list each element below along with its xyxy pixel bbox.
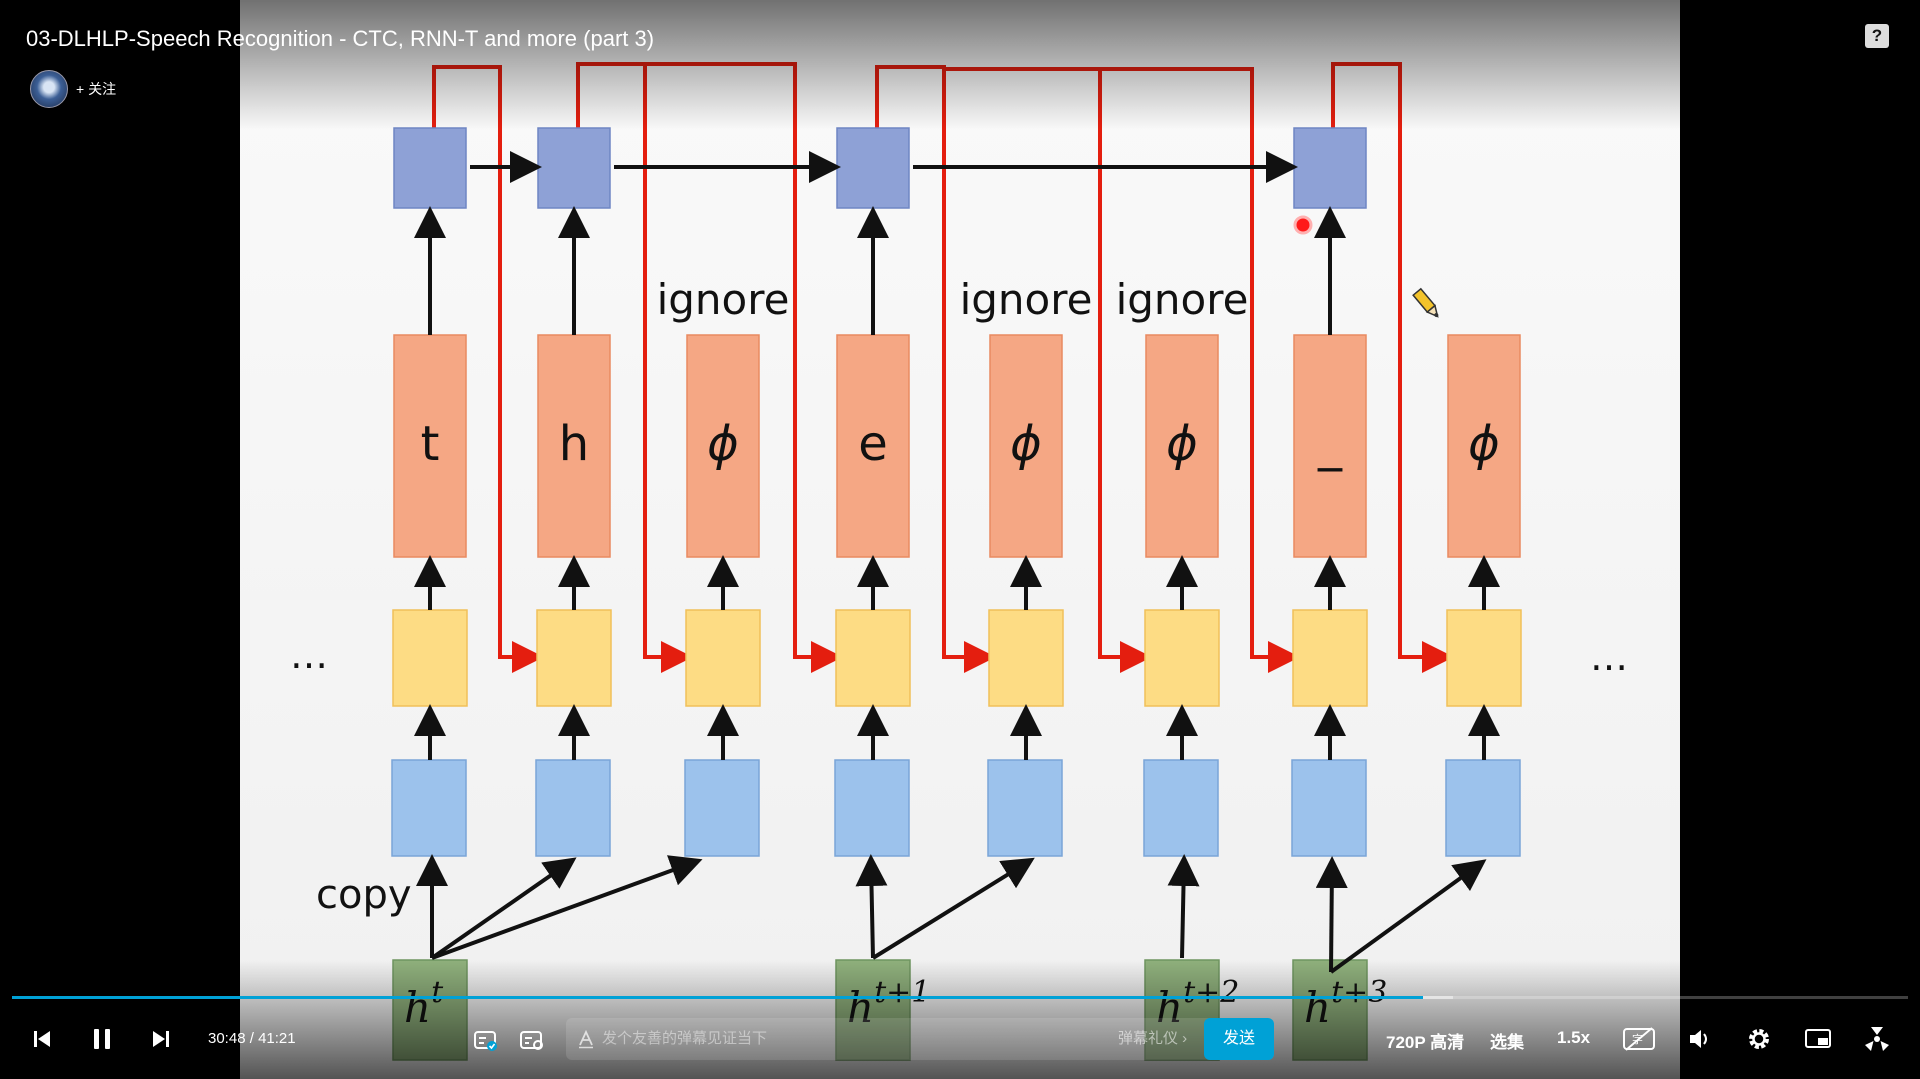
token-box [1447,334,1521,558]
copy-label: copy [316,872,412,918]
volume-icon [1690,1030,1707,1048]
uploader-avatar[interactable] [30,70,68,108]
prev-icon [34,1031,50,1047]
speed-button[interactable]: 1.5x [1557,1028,1591,1047]
ellipsis-right: … [1590,635,1628,679]
progress-bar[interactable] [12,996,1908,999]
token-box [1293,334,1367,558]
token-label: ϕ [1166,416,1198,472]
encoder-box [1445,759,1521,857]
ignore-label: ignore [657,275,790,324]
danmaku-toggle-icon [474,1031,497,1051]
prev-button[interactable] [22,1019,62,1059]
joint-box [988,609,1064,707]
time-display: 30:48 / 41:21 [208,1030,296,1047]
token-label: ϕ [1468,416,1500,472]
joint-box [1292,609,1368,707]
copy-arrow [430,857,577,960]
ellipsis-left: … [290,633,328,677]
pause-button[interactable] [82,1019,122,1059]
token-label: ϕ [707,416,739,472]
danmaku-input[interactable] [602,1018,1082,1060]
subtitle-off-icon: 字 [1623,1027,1655,1051]
fullscreen-button[interactable] [1857,1019,1897,1059]
current-time: 30:48 [208,1030,246,1047]
token-box [1145,334,1219,558]
token-label: _ [1317,416,1343,472]
pencil-cursor-icon [1412,287,1439,318]
settings-button[interactable] [1739,1019,1779,1059]
progress-fill [12,996,1423,999]
send-button[interactable]: 发送 [1204,1018,1274,1060]
joint-box [536,609,612,707]
pip-icon [1805,1029,1831,1048]
encoder-box [1143,759,1219,857]
encoder-box [987,759,1063,857]
copy-arrow [1329,859,1487,974]
token-box [537,334,611,558]
prediction-state-box [393,127,467,209]
ignore-label: ignore [1116,275,1249,324]
encoder-box [535,759,611,857]
volume-button[interactable] [1680,1019,1720,1059]
encoder-box [684,759,760,857]
copy-arrow [871,857,1035,960]
pip-button[interactable] [1798,1019,1838,1059]
follow-button[interactable]: + 关注 [76,81,117,97]
danmaku-bar: 弹幕礼仪 › 发送 [566,1018,1274,1060]
laser-pointer-icon [1293,215,1313,235]
next-icon [153,1031,169,1047]
encoder-box [834,759,910,857]
joint-box [392,609,468,707]
next-button[interactable] [141,1019,181,1059]
prediction-state-box [836,127,910,209]
prediction-state-box [1293,127,1367,209]
token-box [989,334,1063,558]
token-label: e [858,416,888,472]
copy-arrow [1315,856,1348,973]
copy-arrow [1167,854,1200,959]
encoder-box [1291,759,1367,857]
copy-arrow [431,855,703,960]
token-label: h [559,416,589,472]
copy-arrow [855,854,888,959]
prediction-state-box [537,127,611,209]
danmaku-settings-icon [520,1031,543,1050]
episodes-button[interactable]: 选集 [1490,1033,1524,1052]
help-icon[interactable]: ? [1865,24,1889,48]
pause-icon [94,1029,110,1049]
danmaku-etiquette-link[interactable]: 弹幕礼仪 › [1118,1030,1188,1047]
subtitle-button[interactable]: 字 [1619,1019,1659,1059]
joint-box [685,609,761,707]
fullscreen-icon [1865,1027,1889,1051]
token-box [836,334,910,558]
settings-icon [1749,1029,1769,1049]
danmaku-a-icon[interactable] [576,1029,596,1049]
danmaku-settings-button[interactable] [512,1020,552,1060]
ignore-label: ignore [960,275,1093,324]
joint-box [835,609,911,707]
token-label: t [421,416,440,472]
encoder-box [391,759,467,857]
total-time: 41:21 [258,1030,296,1047]
token-label: ϕ [1010,416,1042,472]
video-title: 03-DLHLP-Speech Recognition - CTC, RNN-T… [26,26,655,51]
joint-box [1446,609,1522,707]
danmaku-toggle-button[interactable] [466,1020,506,1060]
quality-button[interactable]: 720P 高清 [1386,1033,1465,1052]
time-separator: / [249,1030,254,1047]
joint-box [1144,609,1220,707]
